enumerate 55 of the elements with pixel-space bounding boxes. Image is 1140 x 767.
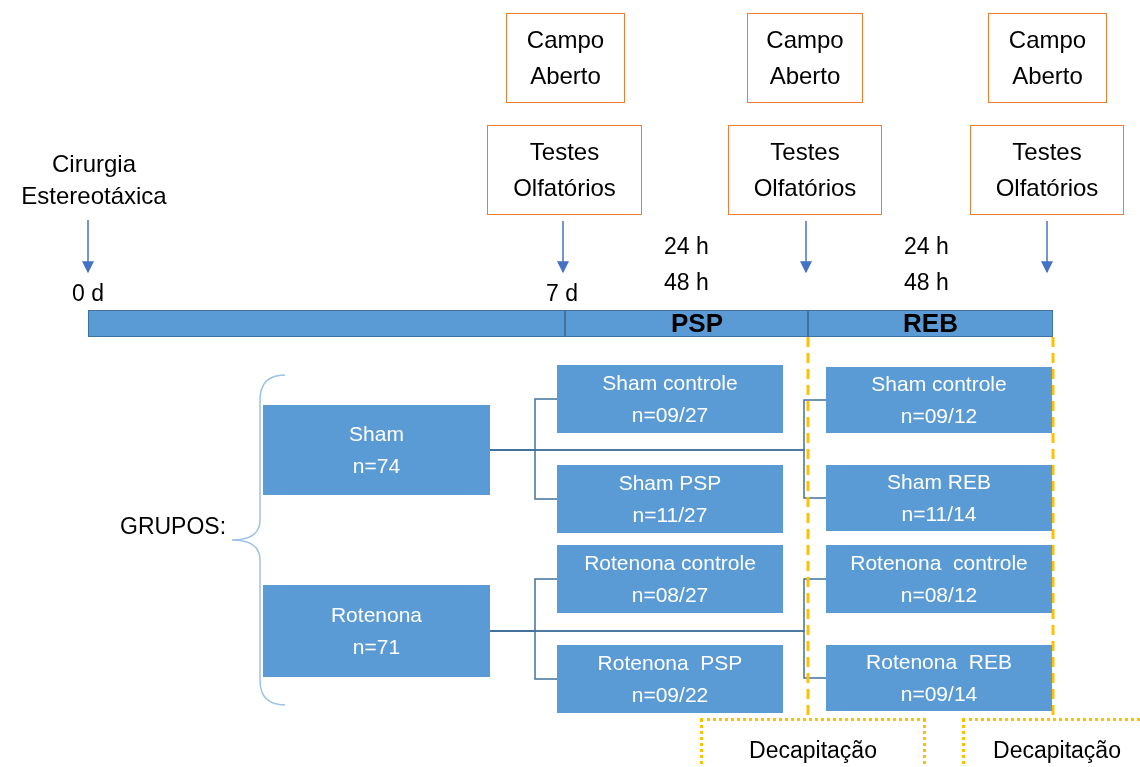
group-name: Sham controle <box>871 371 1007 397</box>
dashed-line <box>1051 337 1055 718</box>
sample-size: n=71 <box>352 634 401 660</box>
test-box: Campo Aberto <box>506 13 625 103</box>
group-name: Sham controle <box>602 370 738 396</box>
sample-size: n=08/12 <box>900 582 978 608</box>
timeline-phase-bar: REB <box>808 310 1053 337</box>
group-box <box>826 465 1052 531</box>
group-name: Rotenona controle <box>584 550 756 576</box>
time-label: 48 h <box>664 268 709 296</box>
group-box <box>826 645 1052 711</box>
group-box <box>557 545 783 613</box>
event-label: Cirurgia Estereotáxica <box>4 146 184 214</box>
group-box <box>557 465 783 533</box>
sample-size: n=74 <box>352 453 401 479</box>
arrow <box>800 220 812 274</box>
time-label: 24 h <box>904 232 949 260</box>
group-name: Rotenona REB <box>866 649 1012 675</box>
arrow <box>1041 220 1053 274</box>
sample-size: n=11/27 <box>632 502 708 528</box>
sample-size: n=09/27 <box>631 402 709 428</box>
sample-size: n=09/22 <box>631 682 709 708</box>
group-name: Sham <box>349 421 404 447</box>
timeline-bar <box>88 310 565 337</box>
group-box <box>263 405 490 495</box>
group-name: Rotenona PSP <box>597 650 743 676</box>
sample-size: n=09/12 <box>900 403 978 429</box>
test-box: Campo Aberto <box>988 13 1107 103</box>
group-name: Sham PSP <box>618 470 722 496</box>
dashed-line <box>806 337 810 718</box>
dotted-box: Decapitação <box>700 718 926 767</box>
test-box: Testes Olfatórios <box>970 125 1124 215</box>
group-box <box>557 365 783 433</box>
group-name: Rotenona controle <box>850 550 1028 576</box>
sample-size: n=11/14 <box>901 501 977 527</box>
group-box <box>557 645 783 713</box>
group-box <box>826 367 1052 433</box>
timeline-phase-bar: PSP <box>565 310 808 337</box>
dotted-box: Decapitação <box>962 718 1140 767</box>
time-label: 48 h <box>904 268 949 296</box>
arrow <box>82 219 94 274</box>
group-name: Sham REB <box>887 469 991 495</box>
group-name: Rotenona <box>330 602 423 628</box>
test-box: Campo Aberto <box>747 13 863 103</box>
sample-size: n=09/14 <box>900 681 978 707</box>
time-label: 7 d <box>544 278 580 308</box>
sample-size: n=08/27 <box>631 582 709 608</box>
group-label: GRUPOS: <box>120 512 227 540</box>
time-label: 0 d <box>70 278 106 308</box>
test-box: Testes Olfatórios <box>728 125 882 215</box>
test-box: Testes Olfatórios <box>487 125 642 215</box>
time-label: 24 h <box>664 232 709 260</box>
group-box <box>263 585 490 677</box>
arrow <box>557 220 569 274</box>
group-box <box>826 545 1052 613</box>
